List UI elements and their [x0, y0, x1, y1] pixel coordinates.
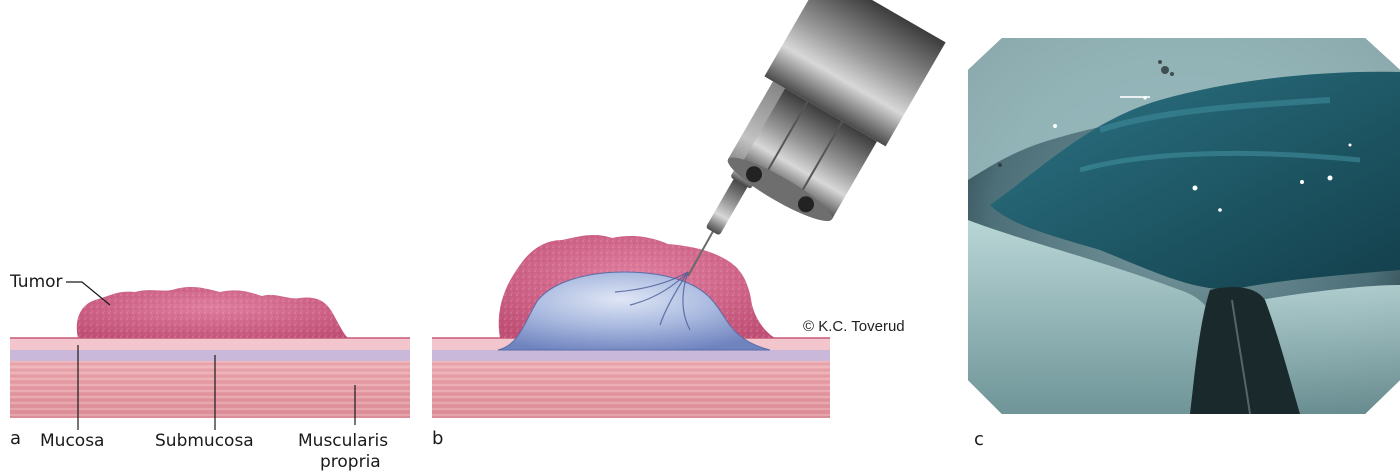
panel-a: Tumor a Mucosa Submucosa Muscularis prop… [9, 272, 410, 472]
panel-b-letter: b [432, 428, 443, 449]
muscularis-label-line2: propria [320, 452, 381, 472]
mucosa-label: Mucosa [40, 431, 104, 451]
panel-a-mucosa-layer [10, 338, 410, 350]
panel-c: c [968, 38, 1400, 450]
panel-a-letter: a [10, 428, 21, 449]
panel-a-muscularis-stripes [10, 360, 410, 418]
submucosa-label: Submucosa [155, 431, 254, 451]
panel-b-submucosa-layer [432, 349, 830, 361]
muscularis-label-line1: Muscularis [298, 431, 388, 451]
panel-c-letter: c [974, 429, 984, 450]
tumor-label: Tumor [9, 272, 63, 292]
copyright-notice: © K.C. Toverud [803, 318, 905, 335]
endoscope [713, 0, 945, 235]
endoscopy-photo [968, 38, 1400, 414]
panel-a-submucosa-layer [10, 349, 410, 361]
panel-b: b © K.C. Toverud [432, 0, 946, 449]
